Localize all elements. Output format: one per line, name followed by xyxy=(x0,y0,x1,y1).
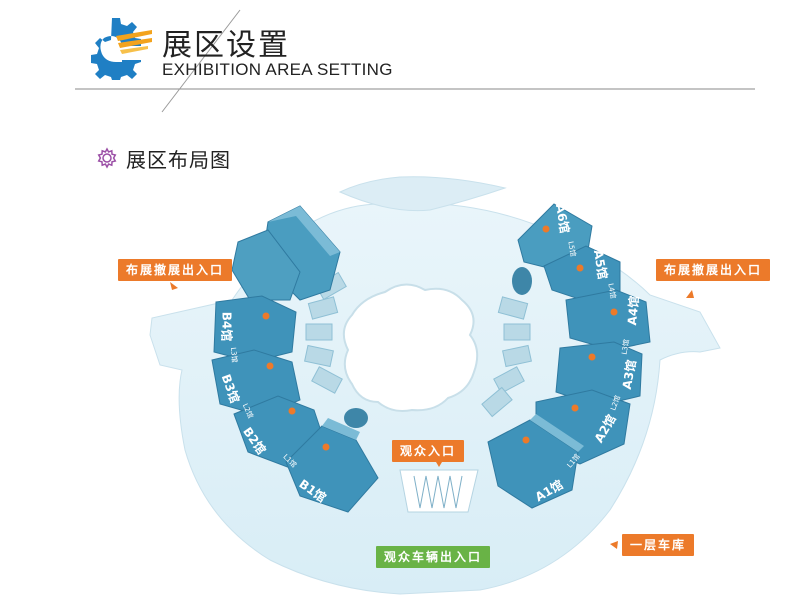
link-label-l3-b: L3馆 xyxy=(229,347,239,363)
header-lines xyxy=(75,9,755,113)
setup-entrance-left-tag[interactable]: 布展撤展出入口 xyxy=(118,259,233,281)
gear-outline-icon xyxy=(97,147,117,169)
hall-label-b4[interactable]: B4馆 xyxy=(219,311,234,342)
a-halls xyxy=(487,203,651,509)
entrance-arrows xyxy=(170,282,694,549)
hall-label-a4[interactable]: A4馆 xyxy=(625,295,642,326)
page-title-en: EXHIBITION AREA SETTING xyxy=(162,60,393,79)
entrance-stairs xyxy=(399,469,479,513)
setup-entrance-right-tag[interactable]: 布展撤展出入口 xyxy=(656,259,771,281)
page-title: 展区设置 xyxy=(162,28,290,63)
inner-ring-blocks xyxy=(304,271,532,418)
central-plaza xyxy=(342,283,479,412)
b-halls xyxy=(211,205,379,513)
section-subtitle: 展区布局图 xyxy=(96,145,231,172)
gear-logo-icon xyxy=(91,18,152,80)
location-pins xyxy=(262,225,618,451)
vehicle-entrance-tag[interactable]: 观众车辆出入口 xyxy=(376,546,491,568)
garage-tag[interactable]: 一层车库 xyxy=(622,534,695,556)
subtitle-text: 展区布局图 xyxy=(126,147,231,172)
visitor-entrance-tag[interactable]: 观众入口 xyxy=(392,440,465,462)
